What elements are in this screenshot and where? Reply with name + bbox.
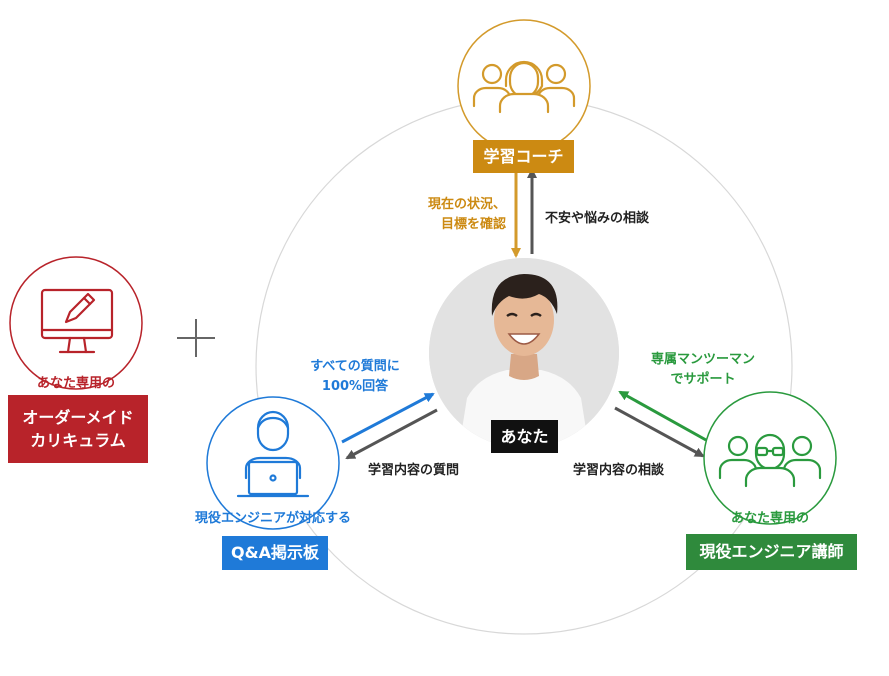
monitor-pencil-icon — [40, 288, 114, 354]
qa-to-you-line-1: すべての質問に — [310, 359, 400, 374]
coach-to-you-line-2: 目標を確認 — [440, 217, 506, 233]
curriculum-label-line-2: カリキュラム — [30, 431, 126, 450]
qa-caption: 現役エンジニアが対応する — [194, 511, 351, 526]
arrow-qa-to-you — [341, 392, 435, 444]
curriculum-label: オーダーメイド カリキュラム — [8, 395, 148, 463]
plus-icon — [177, 319, 215, 357]
mentor-label: 現役エンジニア講師 — [686, 534, 857, 570]
you-to-qa-text: 学習内容の質問 — [368, 463, 460, 478]
mentor-to-you-text: 専属マンツーマン でサポート — [632, 350, 774, 390]
person-laptop-icon — [236, 410, 310, 498]
qa-to-you-text: すべての質問に 100%回答 — [296, 357, 414, 397]
coach-to-you-line-1: 現在の状況、 — [427, 197, 506, 212]
three-engineers-icon — [718, 433, 822, 488]
you-to-coach-text: 不安や悩みの相談 — [545, 211, 650, 226]
curriculum-caption: あなた専用の — [36, 376, 115, 391]
coach-label: 学習コーチ — [473, 140, 574, 173]
arrow-you-to-qa — [345, 408, 438, 460]
curriculum-label-line-1: オーダーメイド — [22, 407, 134, 427]
qa-label: Q&A掲示板 — [222, 536, 328, 570]
mentor-caption: あなた専用の — [730, 511, 809, 526]
coach-to-you-text: 現在の状況、 目標を確認 — [414, 195, 506, 235]
mentor-to-you-line-2: でサポート — [670, 372, 736, 388]
three-people-headset-icon — [472, 60, 576, 114]
you-label: あなた — [491, 420, 558, 453]
curriculum-circle — [9, 256, 143, 390]
you-to-mentor-text: 学習内容の相談 — [573, 463, 665, 478]
arrow-you-to-mentor — [614, 406, 705, 458]
arrow-mentor-to-you — [618, 390, 707, 442]
qa-to-you-line-2: 100%回答 — [321, 379, 389, 395]
mentor-to-you-line-1: 専属マンツーマン — [650, 352, 755, 367]
